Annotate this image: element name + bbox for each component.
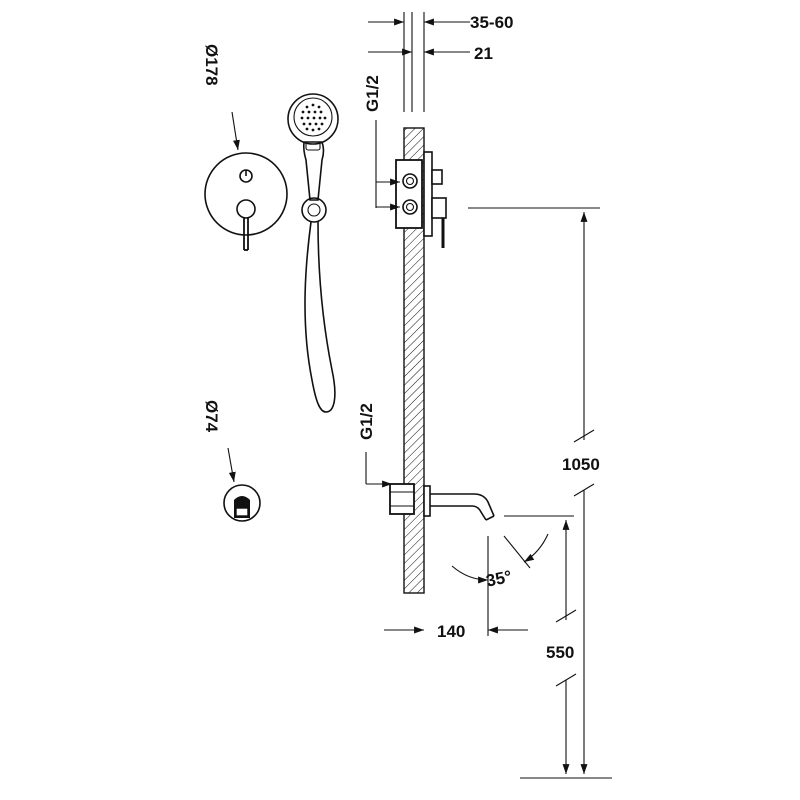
dimension-1050 [468,207,612,779]
thread-spout-leader [365,452,392,488]
dim-plate-offset: 21 [474,44,493,63]
dim-wall-depth: 35-60 [470,13,513,32]
top-dimension-lines [368,12,470,112]
spout-rosette-front [223,484,261,522]
dim-thread-valve: G1/2 [363,75,382,112]
dim-spout-projection: 140 [437,622,465,641]
dimension-140 [384,536,528,636]
plate-diameter-leader [231,111,240,151]
dim-plate-diameter: Ø178 [202,44,221,86]
shower-nozzles [300,103,327,132]
dim-spout-height: 550 [546,643,574,662]
dim-spout-angle: 35° [484,567,513,591]
hand-shower [287,93,339,413]
dim-rosette-diameter: Ø74 [202,400,221,433]
rosette-diameter-leader [227,447,236,483]
angle-35 [451,533,549,584]
thread-valve-leaders [375,120,400,211]
mixer-valve-body [395,151,447,248]
spout-connector [389,483,431,517]
dimension-550 [504,515,577,774]
dim-thread-spout: G1/2 [357,403,376,440]
dim-valve-height: 1050 [562,455,600,474]
mixer-plate-front [204,152,288,251]
wall-section [403,127,425,594]
spout [430,493,495,521]
